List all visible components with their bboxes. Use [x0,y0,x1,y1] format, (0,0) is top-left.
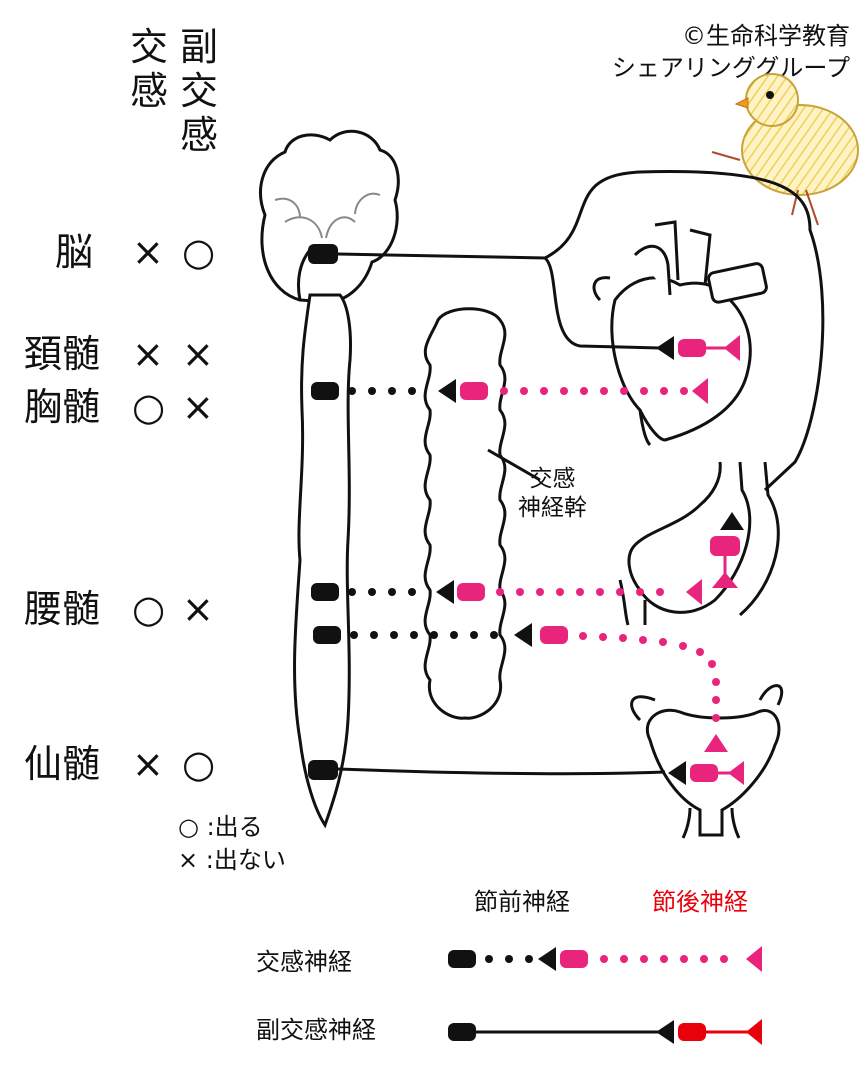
region-lumbar-sympathetic: ○ [132,587,166,631]
region-brain-parasympathetic: ○ [182,230,216,274]
col-para-char-3: 感 [180,113,219,157]
thoracic-preganglionic-body [311,382,339,400]
col-para-char-2: 交 [180,69,219,113]
vagus-to-stomach-line [337,170,825,492]
legend-parasympathetic-label: 副交感神経 [256,1016,376,1044]
region-lumbar-parasympathetic: × [182,587,214,631]
legend-parasympathetic-line [448,1019,762,1045]
region-cervical-label: 頚髄 [24,332,101,376]
stomach-shape [618,461,780,626]
brain-preganglionic-body [308,244,338,264]
brain-shape [259,129,400,304]
lumbar2-preganglionic-body [313,626,341,644]
lumbar1-preganglionic-body [311,583,339,601]
credit: ©生命科学教育 シェアリンググループ [612,24,850,80]
key-circle: ○ :出る [178,813,263,841]
column-header-parasympathetic: 副 交 感 [180,28,218,154]
thoracic-postganglionic-body [460,382,488,400]
bladder-shape [630,684,784,839]
col-para-char-1: 副 [180,25,219,69]
region-thoracic-parasympathetic: × [182,385,214,429]
lumbar1-postganglionic-body [457,583,485,601]
region-lumbar-label: 腰髄 [24,587,101,631]
region-brain-sympathetic: × [132,230,164,274]
lumbar2-postganglionic-body [540,626,568,644]
region-thoracic-label: 胸髄 [24,385,101,429]
heart-para-ganglion-terminal [656,336,674,360]
col-sym-char-2: 感 [130,69,169,113]
region-sacral-parasympathetic: ○ [182,742,216,786]
legend-sympathetic-label: 交感神経 [256,948,352,976]
region-sacral-label: 仙髄 [24,742,101,786]
bladder-para-post-body [690,764,718,782]
key-cross: × :出ない [178,846,286,874]
region-brain-label: 脳 [55,230,94,274]
legend-postganglionic: 節後神経 [652,888,748,916]
trunk-label-line-2: 神経幹 [518,494,587,521]
column-header-sympathetic: 交 感 [130,28,168,110]
region-cervical-sympathetic: × [132,332,164,376]
col-sym-char-1: 交 [130,25,169,69]
spinal-cord-shape [293,293,352,829]
vagus-to-heart-line [543,256,661,350]
credit-line-1: ©生命科学教育 [682,22,850,50]
region-thoracic-sympathetic: ○ [132,385,166,429]
sympathetic-trunk-shape [423,307,507,720]
legend-sympathetic-line [448,946,762,972]
heart-para-terminal [724,335,740,361]
region-cervical-parasympathetic: × [182,332,214,376]
thoracic-terminal [692,378,708,404]
heart-para-post-body [678,339,706,357]
region-sacral-sympathetic: × [132,742,164,786]
chick-illustration [711,73,859,226]
nerve-pathways [308,170,825,785]
stomach-para-post-body [710,536,740,556]
credit-line-2: シェアリンググループ [611,54,850,82]
trunk-label-pointer [487,448,541,482]
legend-preganglionic: 節前神経 [474,888,570,916]
sacral-preganglionic-body [308,760,338,780]
heart-shape [592,220,768,447]
